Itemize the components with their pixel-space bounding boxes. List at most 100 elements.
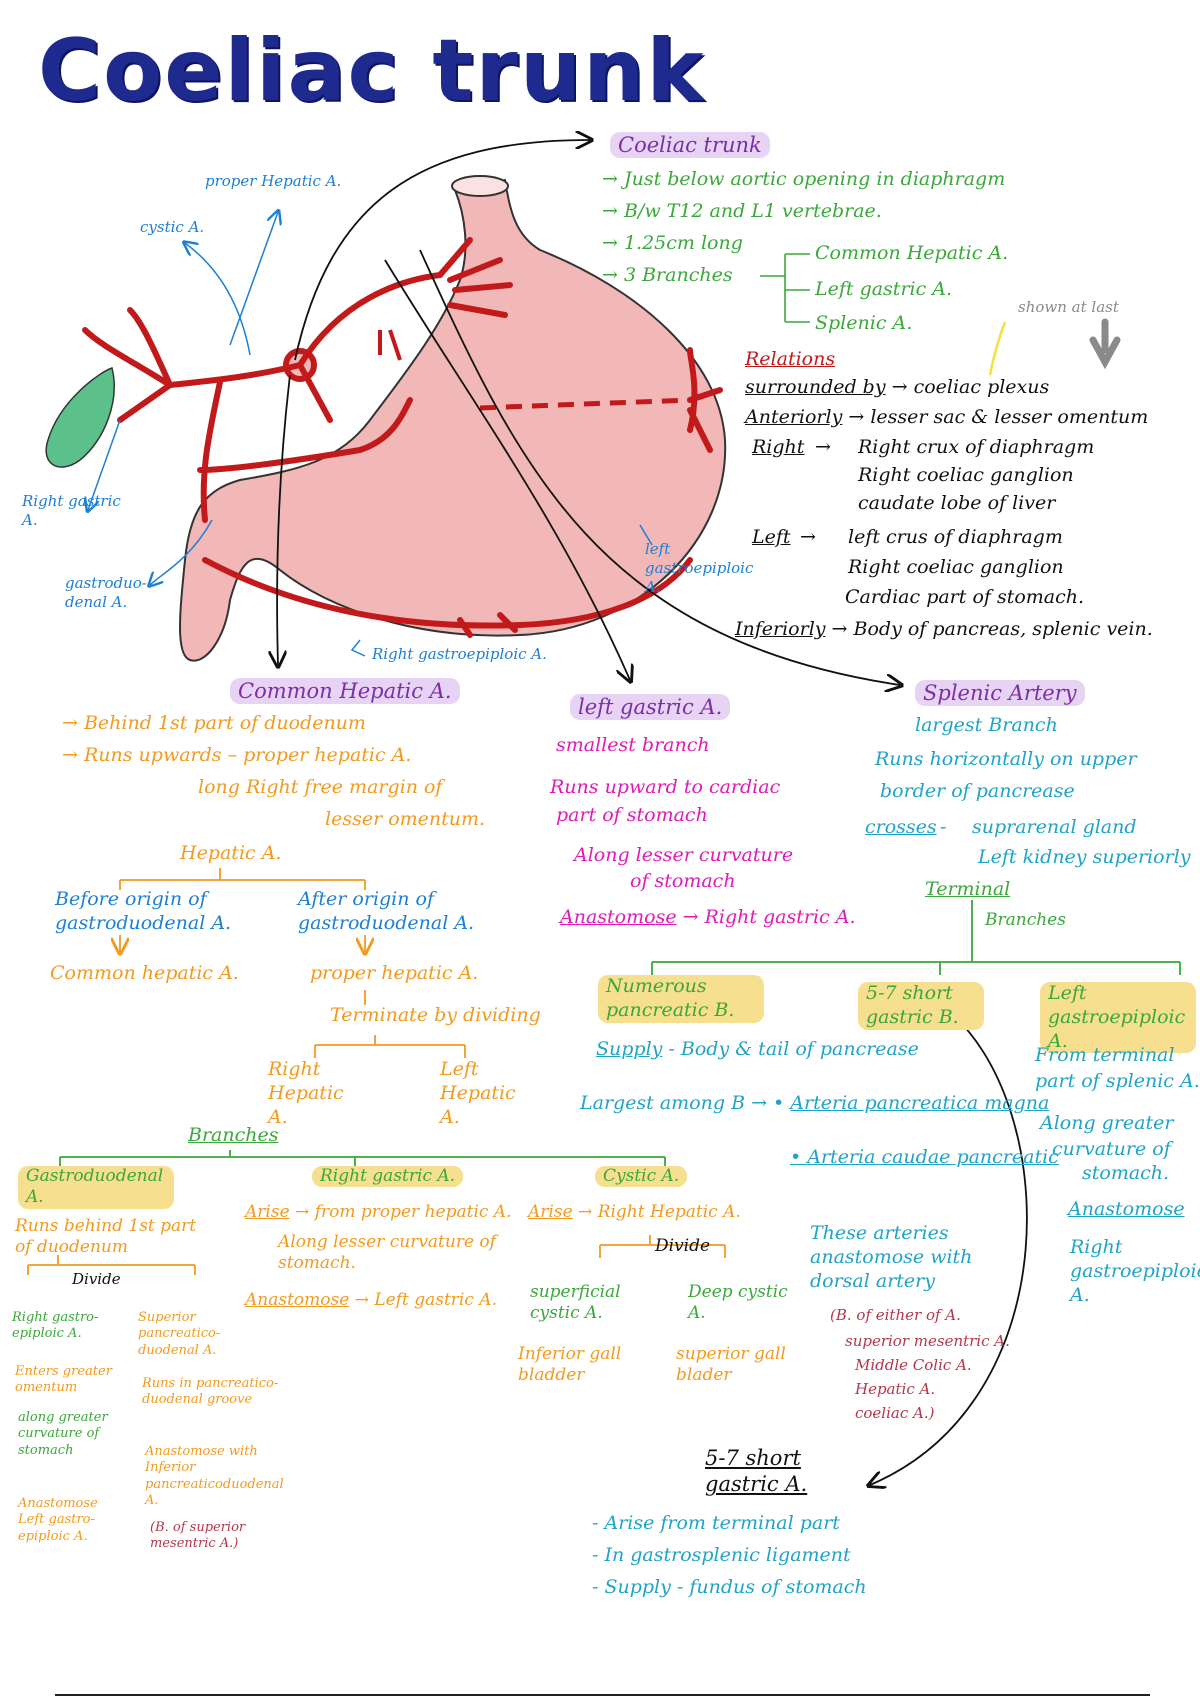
- cystic-divide: Divide: [655, 1236, 711, 1256]
- relation-left-arrow: →: [800, 526, 816, 548]
- splenic-line-2: Runs horizontally on upper: [875, 748, 1137, 770]
- right-ge-line-2: along greater curvature of stomach: [18, 1410, 108, 1458]
- coeliac-fact-4: → 3 Branches: [602, 264, 733, 286]
- dorsal-5: coeliac A.): [855, 1404, 935, 1422]
- left-gastric-line-1: smallest branch: [556, 734, 710, 756]
- left-gastric-anastomose: Anastomose → Right gastric A.: [560, 906, 856, 928]
- label-gastroduodenal: gastroduo-denal A.: [65, 574, 147, 611]
- common-hepatic-line-2: → Runs upwards – proper hepatic A.: [62, 744, 412, 766]
- label-right-gastric: Right gastric A.: [22, 492, 121, 529]
- short-gastric-heading: 5-7 short gastric A.: [705, 1446, 808, 1497]
- left-gastric-line-3: part of stomach: [556, 804, 708, 826]
- coeliac-heading: Coeliac trunk: [610, 132, 770, 159]
- pancreatic-supply: Supply - Body & tail of pancrease: [596, 1038, 919, 1060]
- coeliac-branch-3: Splenic A.: [815, 312, 913, 334]
- label-cystic: cystic A.: [140, 218, 205, 236]
- numerous-pancreatic: Numerous pancreatic B.: [598, 975, 764, 1023]
- short-gastric-line-3: - Supply - fundus of stomach: [592, 1576, 867, 1598]
- cystic-heading: Cystic A.: [595, 1166, 688, 1188]
- left-gastric-line-5: of stomach: [630, 870, 736, 892]
- superior-line-3: (B. of superior mesentric A.): [150, 1520, 246, 1552]
- superior-pancreaticoduodenal: Superior pancreatico-duodenal A.: [138, 1310, 221, 1358]
- short-gastric-line-1: - Arise from terminal part: [592, 1512, 840, 1534]
- left-gastroepiploic-branch: Left gastroepiploic A.: [1040, 982, 1196, 1054]
- right-gastric-anastomose: Anastomose → Left gastric A.: [245, 1290, 497, 1310]
- relation-inferiorly: Inferiorly → Body of pancreas, splenic v…: [735, 618, 1153, 640]
- left-ge-line-2: part of splenic A.: [1035, 1070, 1200, 1092]
- coeliac-fact-2: → B/w T12 and L1 vertebrae.: [602, 200, 882, 222]
- splenic-crosses-label: crosses: [865, 816, 937, 838]
- common-hepatic-heading: Common Hepatic A.: [230, 678, 460, 705]
- label-proper-hepatic: proper Hepatic A.: [205, 172, 342, 190]
- splenic-crosses-dash: -: [940, 816, 947, 838]
- coeliac-branch-1: Common Hepatic A.: [815, 242, 1009, 264]
- artery-paths: [82, 237, 723, 638]
- splenic-crosses-2: Left kidney superiorly: [978, 846, 1191, 868]
- left-hepatic: Left Hepatic A.: [440, 1058, 516, 1128]
- left-ge-line-4: curvature of: [1052, 1138, 1171, 1160]
- deep-cystic: Deep cystic A.: [688, 1282, 788, 1324]
- short-gastric-branch: 5-7 short gastric B.: [858, 982, 984, 1030]
- relation-right-1: Right crux of diaphragm: [858, 436, 1095, 458]
- coeliac-fact-1: → Just below aortic opening in diaphragm: [602, 168, 1006, 190]
- relation-surrounded: surrounded by → coeliac plexus: [745, 376, 1050, 398]
- page-title: Coeliac trunk: [38, 21, 706, 121]
- label-right-gastroepiploic: Right gastroepiploic A.: [372, 645, 547, 663]
- after-origin: After origin of gastroduodenal A.: [298, 888, 475, 934]
- right-ge-line-1: Enters greater omentum: [15, 1364, 112, 1396]
- right-ge-line-3: Anastomose Left gastro-epiploic A.: [18, 1496, 98, 1544]
- superficial-to: Inferior gall bladder: [518, 1344, 622, 1386]
- relation-left-2: Right coeliac ganglion: [848, 556, 1064, 578]
- splenic-terminal: Terminal: [925, 878, 1011, 900]
- short-gastric-line-2: - In gastrosplenic ligament: [592, 1544, 851, 1566]
- splenic-heading: Splenic Artery: [915, 680, 1085, 707]
- hepatic-branches-heading: Branches: [188, 1124, 279, 1146]
- dorsal-4: Hepatic A.: [855, 1380, 936, 1398]
- left-ge-line-3: Along greater: [1040, 1112, 1174, 1134]
- label-shown-at-last: shown at last: [1018, 298, 1119, 316]
- deep-to: superior gall blader: [676, 1344, 786, 1386]
- pancreatic-these: These arteries anastomose with dorsal ar…: [810, 1222, 973, 1292]
- gallbladder-shape: [45, 367, 115, 468]
- label-left-gastroepiploic: left gastroepiploic A.: [645, 540, 754, 596]
- gastroduodenal-divide: Divide: [72, 1270, 121, 1288]
- common-hepatic-line-1: → Behind 1st part of duodenum: [62, 712, 366, 734]
- cystic-arise: Arise → Right Hepatic A.: [528, 1202, 741, 1222]
- dorsal-3: Middle Colic A.: [855, 1356, 972, 1374]
- before-origin: Before origin of gastroduodenal A.: [55, 888, 232, 934]
- right-gastroepiploic-label: Right gastro-epiploic A.: [12, 1310, 99, 1342]
- relation-right-label: Right: [752, 436, 805, 458]
- relation-left-3: Cardiac part of stomach.: [845, 586, 1085, 608]
- relation-left-label: Left: [752, 526, 791, 548]
- gastroduodenal-runs: Runs behind 1st part of duodenum: [15, 1216, 197, 1258]
- after-result: proper hepatic A.: [310, 962, 479, 984]
- superficial-cystic: superficial cystic A.: [530, 1282, 621, 1324]
- common-hepatic-line-3: long Right free margin of: [198, 776, 443, 798]
- relation-right-3: caudate lobe of liver: [858, 492, 1056, 514]
- before-result: Common hepatic A.: [50, 962, 239, 984]
- gastroduodenal-heading: Gastroduodenal A.: [18, 1166, 174, 1209]
- left-ge-line-5: stomach.: [1082, 1162, 1170, 1184]
- splenic-crosses-1: suprarenal gland: [972, 816, 1137, 838]
- superior-line-2: Anastomose with Inferior pancreaticoduod…: [145, 1444, 284, 1508]
- splenic-branches-word: Branches: [985, 910, 1066, 930]
- left-gastric-line-4: Along lesser curvature: [574, 844, 794, 866]
- terminate-by-dividing: Terminate by dividing: [330, 1004, 541, 1026]
- pancreatic-largest: Largest among B → • Arteria pancreatica …: [580, 1092, 1050, 1114]
- coeliac-branch-2: Left gastric A.: [815, 278, 953, 300]
- pancreatic-caudae: • Arteria caudae pancreatic: [790, 1146, 1059, 1168]
- stomach-shape: [179, 178, 727, 662]
- relation-right-arrow: →: [815, 436, 831, 458]
- splenic-line-3: border of pancrease: [880, 780, 1075, 802]
- splenic-line-1: largest Branch: [915, 714, 1058, 736]
- relation-left-1: left crus of diaphragm: [848, 526, 1063, 548]
- right-gastric-along: Along lesser curvature of stomach.: [278, 1232, 496, 1274]
- right-gastric-heading: Right gastric A.: [312, 1166, 464, 1188]
- relation-anteriorly: Anteriorly → lesser sac & lesser omentum: [745, 406, 1149, 428]
- left-ge-anastomose-value: Right gastroepiploic A.: [1070, 1236, 1200, 1306]
- dorsal-2: superior mesentric A.: [845, 1332, 1010, 1350]
- hepatic-a-label: Hepatic A.: [180, 842, 282, 864]
- coeliac-fact-3: → 1.25cm long: [602, 232, 743, 254]
- left-gastric-heading: left gastric A.: [570, 694, 731, 721]
